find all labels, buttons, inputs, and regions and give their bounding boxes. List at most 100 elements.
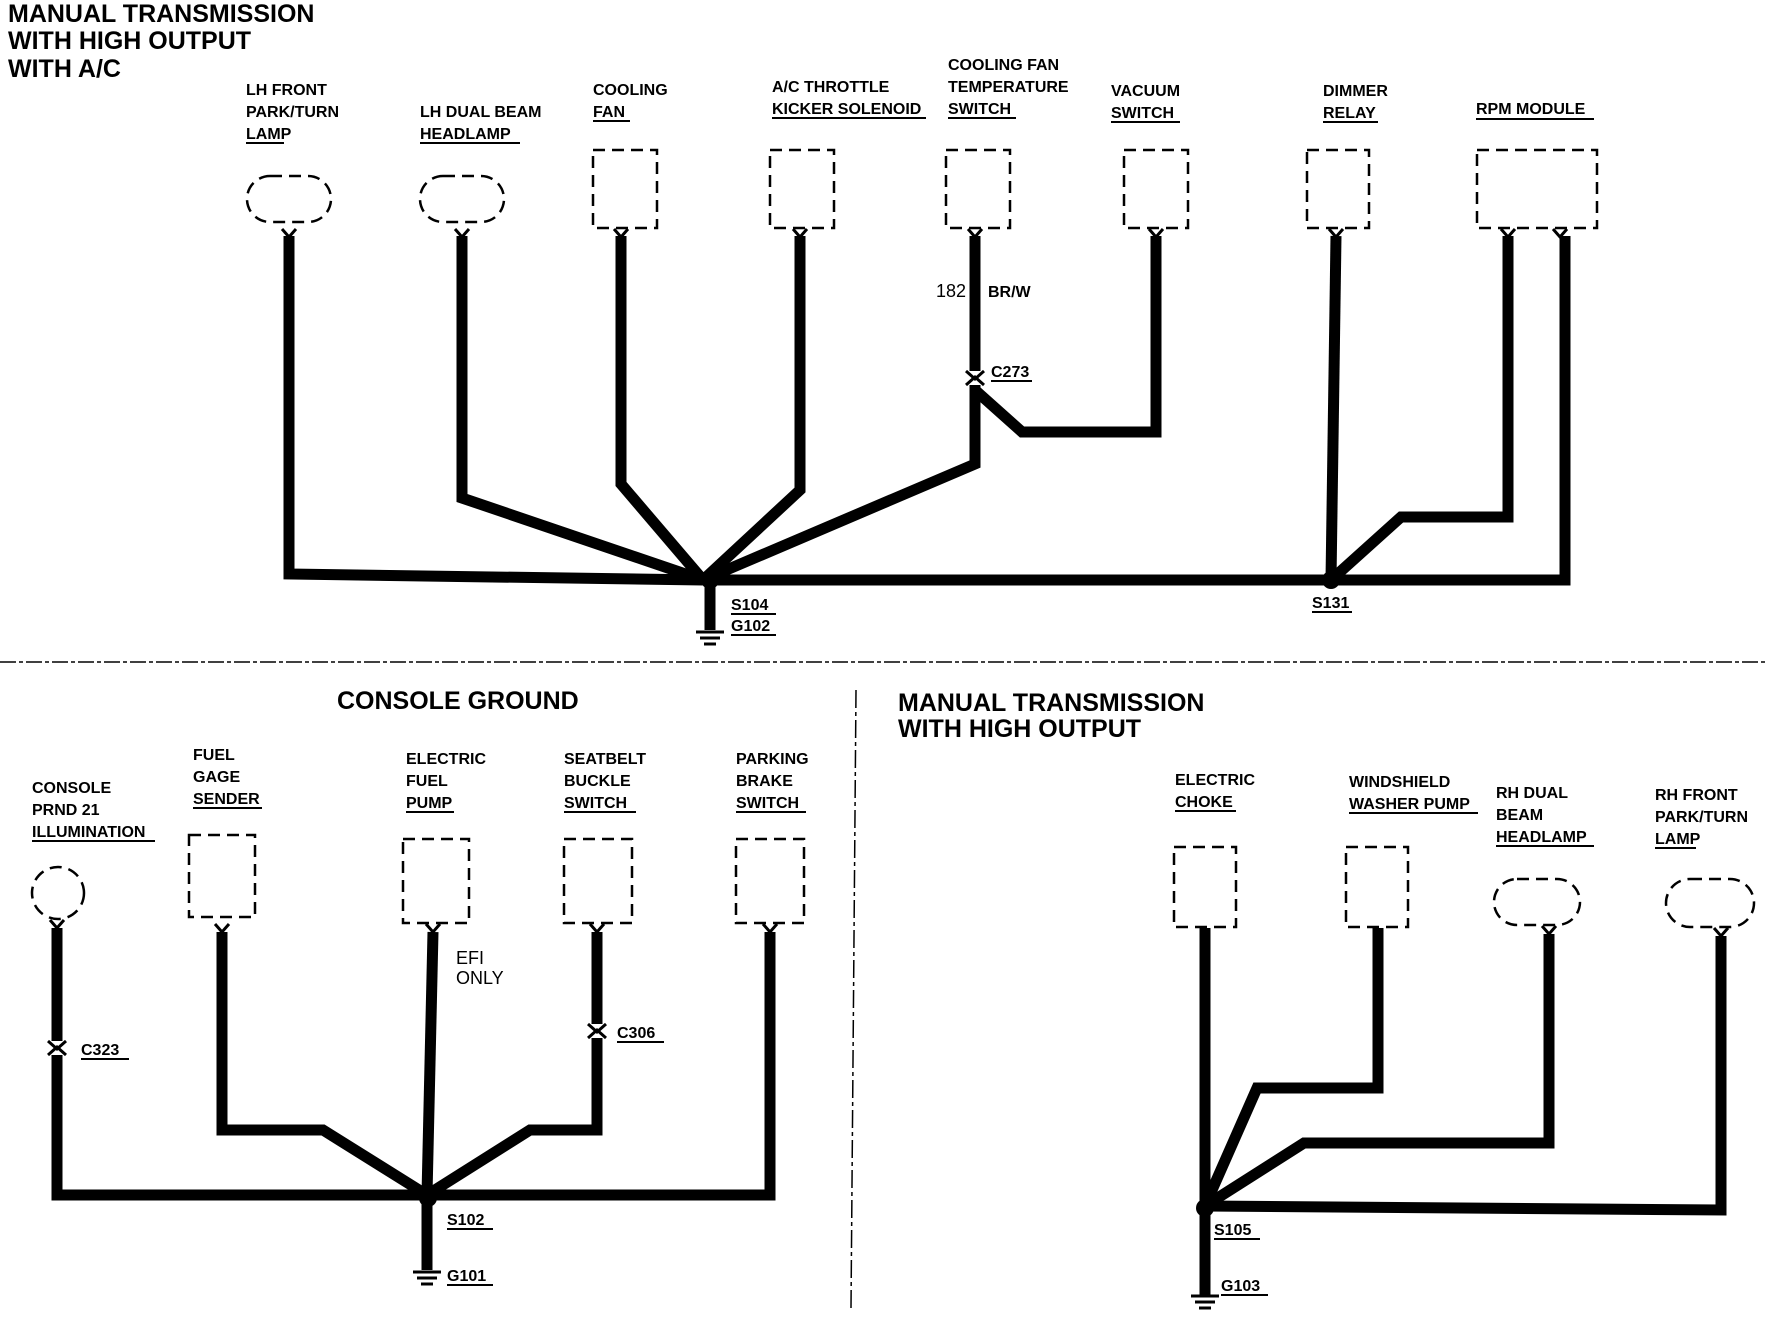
- parking-brake-switch-symbol: [734, 837, 806, 925]
- console-title: CONSOLE GROUND: [337, 687, 579, 715]
- splice-s102-dot: [419, 1189, 437, 1207]
- connector-c273: [965, 369, 985, 387]
- splice-s102-label: S102: [447, 1212, 484, 1229]
- lh-dual-beam-headlamp-symbol: [418, 174, 506, 224]
- label-line: RPM MODULE: [1476, 101, 1586, 118]
- splice-s104-dot: [701, 571, 719, 589]
- vertical-divider: [850, 689, 857, 1309]
- note-efi-only-line-1: EFI: [456, 948, 484, 968]
- label-dimmer-relay: DIMMER RELAY: [1323, 83, 1388, 123]
- vacuum-switch-symbol: [1122, 148, 1190, 230]
- label-line: DIMMER: [1323, 83, 1388, 100]
- label-line: A/C THROTTLE: [772, 79, 890, 96]
- label-line: COOLING FAN: [948, 57, 1059, 74]
- rpm-module-symbol: [1475, 148, 1599, 230]
- label-line: COOLING: [593, 82, 668, 99]
- rh-dual-beam-headlamp-symbol: [1492, 877, 1582, 927]
- label-line: FUEL: [193, 747, 235, 764]
- rh-front-park-turn-lamp-symbol: [1664, 877, 1756, 929]
- electric-choke-symbol: [1172, 845, 1238, 929]
- label-line: LAMP: [246, 126, 292, 143]
- wires-right: [1199, 928, 1727, 1296]
- label-line: SWITCH: [948, 101, 1011, 118]
- top-title-line-2: WITH HIGH OUTPUT: [8, 27, 251, 55]
- label-seatbelt-buckle-switch: SEATBELT BUCKLE SWITCH: [564, 751, 646, 813]
- label-electric-choke: ELECTRIC CHOKE: [1175, 772, 1255, 812]
- label-line: GAGE: [193, 769, 240, 786]
- wire-color-code: BR/W: [988, 284, 1032, 301]
- electric-fuel-pump-symbol: [401, 837, 471, 925]
- label-fuel-gage-sender: FUEL GAGE SENDER: [193, 747, 262, 809]
- label-line: BUCKLE: [564, 773, 631, 790]
- cooling-fan-temperature-switch-symbol: [944, 148, 1012, 230]
- label-line: ELECTRIC: [406, 751, 486, 768]
- label-electric-fuel-pump: ELECTRIC FUEL PUMP: [406, 751, 486, 813]
- label-line: PARK/TURN: [1655, 809, 1748, 826]
- ground-g102-label: G102: [731, 618, 770, 635]
- label-line: PARKING: [736, 751, 809, 768]
- splice-s104-label: S104: [731, 597, 768, 614]
- splice-s105-label: S105: [1214, 1222, 1251, 1239]
- label-line: SENDER: [193, 791, 260, 808]
- label-lh-front-park-turn-lamp: LH FRONT PARK/TURN LAMP: [246, 82, 339, 144]
- label-cooling-fan-temperature-switch: COOLING FAN TEMPERATURE SWITCH: [948, 57, 1069, 119]
- terminal-forks-top: [280, 228, 1569, 240]
- label-line: FAN: [593, 104, 625, 121]
- label-cooling-fan: COOLING FAN: [593, 82, 668, 122]
- label-line: PUMP: [406, 795, 453, 812]
- label-line: CHOKE: [1175, 794, 1233, 811]
- cooling-fan-symbol: [591, 148, 659, 230]
- label-line: LAMP: [1655, 831, 1701, 848]
- fuel-gage-sender-symbol: [187, 833, 257, 919]
- label-line: PRND 21: [32, 802, 100, 819]
- seatbelt-buckle-switch-symbol: [562, 837, 634, 925]
- label-line: PARK/TURN: [246, 104, 339, 121]
- ac-throttle-kicker-solenoid-symbol: [768, 148, 836, 230]
- label-ac-throttle-kicker-solenoid: A/C THROTTLE KICKER SOLENOID: [772, 79, 926, 119]
- label-line: SWITCH: [564, 795, 627, 812]
- label-line: LH DUAL BEAM: [420, 104, 541, 121]
- splice-s131-dot: [1322, 571, 1340, 589]
- label-console-prnd-21-illumination: CONSOLE PRND 21 ILLUMINATION: [32, 780, 155, 842]
- label-line: BEAM: [1496, 807, 1543, 824]
- label-windshield-washer-pump: WINDSHIELD WASHER PUMP: [1349, 774, 1478, 814]
- label-line: VACUUM: [1111, 83, 1180, 100]
- label-lh-dual-beam-headlamp: LH DUAL BEAM HEADLAMP: [420, 104, 541, 144]
- label-line: FUEL: [406, 773, 448, 790]
- label-line: CONSOLE: [32, 780, 111, 797]
- wires-top: [283, 235, 1571, 630]
- connector-c306: [587, 1022, 607, 1040]
- connector-c323: [47, 1039, 67, 1057]
- label-line: BRAKE: [736, 773, 793, 790]
- ground-g103-label: G103: [1221, 1278, 1260, 1295]
- top-title-line-1: MANUAL TRANSMISSION: [8, 0, 314, 28]
- label-line: KICKER SOLENOID: [772, 101, 921, 118]
- wire-circuit-number: 182: [936, 281, 966, 301]
- label-line: RELAY: [1323, 105, 1376, 122]
- label-rpm-module: RPM MODULE: [1476, 101, 1594, 120]
- label-rh-front-park-turn-lamp: RH FRONT PARK/TURN LAMP: [1655, 787, 1748, 849]
- ground-g101-label: G101: [447, 1268, 486, 1285]
- label-line: SEATBELT: [564, 751, 646, 768]
- label-line: WASHER PUMP: [1349, 796, 1470, 813]
- label-rh-dual-beam-headlamp: RH DUAL BEAM HEADLAMP: [1496, 785, 1594, 847]
- right-title-line-1: MANUAL TRANSMISSION: [898, 689, 1204, 717]
- section-top: MANUAL TRANSMISSION WITH HIGH OUTPUT WIT…: [8, 0, 1599, 646]
- connector-c323-label: C323: [81, 1042, 119, 1059]
- label-line: HEADLAMP: [420, 126, 511, 143]
- note-efi-only-line-2: ONLY: [456, 968, 504, 988]
- label-line: ELECTRIC: [1175, 772, 1255, 789]
- wires-console: [51, 928, 776, 1270]
- connector-c306-label: C306: [617, 1025, 655, 1042]
- label-line: RH FRONT: [1655, 787, 1738, 804]
- section-right: MANUAL TRANSMISSION WITH HIGH OUTPUT ELE…: [898, 689, 1756, 1310]
- ground-g103-symbol: [1191, 1294, 1219, 1310]
- splice-s105-dot: [1196, 1199, 1214, 1217]
- ground-g102-symbol: [696, 630, 724, 646]
- label-line: SWITCH: [1111, 105, 1174, 122]
- section-console: CONSOLE GROUND CONSOLE PRND 21 ILLUMINAT…: [30, 687, 809, 1286]
- dimmer-relay-symbol: [1305, 148, 1371, 230]
- label-line: LH FRONT: [246, 82, 327, 99]
- label-line: WINDSHIELD: [1349, 774, 1450, 791]
- label-line: TEMPERATURE: [948, 79, 1069, 96]
